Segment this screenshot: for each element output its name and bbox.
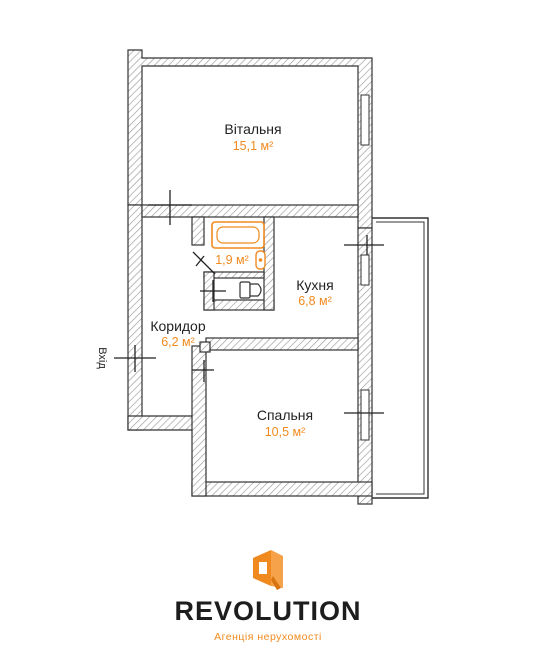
brand-name: REVOLUTION (174, 596, 362, 626)
floor-plan: Вітальня 15,1 м² 1,9 м² Кухня 6,8 м² Кор… (96, 49, 429, 505)
toilet-icon (239, 281, 262, 299)
room-kitchen-area: 6,8 м² (298, 294, 332, 308)
room-kitchen-name: Кухня (296, 277, 333, 293)
room-bathroom-area: 1,9 м² (215, 253, 249, 267)
door-markers (114, 190, 384, 414)
room-living-area: 15,1 м² (233, 139, 274, 153)
room-bedroom-area: 10,5 м² (265, 425, 306, 439)
sink-icon (255, 250, 266, 270)
room-corridor-area: 6,2 м² (161, 335, 195, 349)
room-corridor-name: Коридор (150, 318, 206, 334)
bathtub-icon (211, 221, 265, 249)
room-bedroom-name: Спальня (257, 407, 313, 423)
windows (360, 94, 370, 441)
entrance-label: Вхід (96, 347, 108, 369)
revolution-logo-icon (253, 550, 283, 590)
brand-tagline: Агенція нерухомості (214, 631, 322, 643)
walls (127, 49, 373, 505)
room-living-name: Вітальня (224, 121, 281, 137)
balcony (372, 217, 429, 499)
